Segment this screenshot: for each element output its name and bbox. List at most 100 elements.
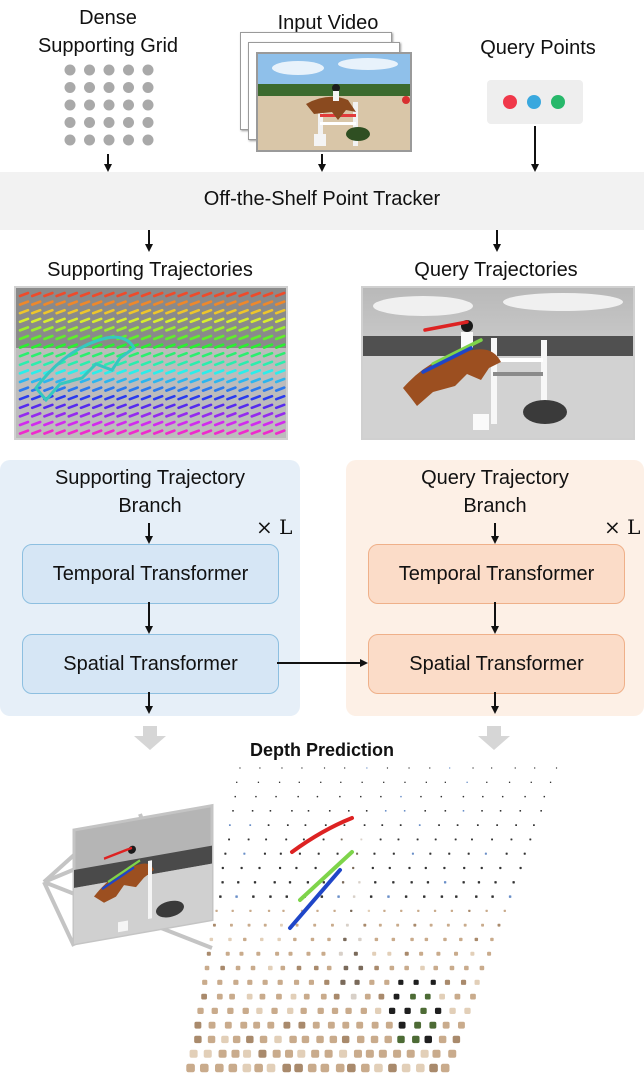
trajectory-dash	[152, 300, 164, 306]
depth-point	[491, 767, 493, 769]
depth-point	[476, 824, 479, 827]
trajectory-dash	[152, 429, 164, 435]
depth-point	[540, 810, 542, 812]
trajectory-dash	[30, 343, 42, 349]
trajectory-dash	[189, 291, 201, 298]
trajectory-dash	[152, 403, 164, 410]
depth-point	[247, 979, 253, 985]
camera-image	[72, 803, 214, 946]
depth-point	[322, 838, 325, 841]
depth-point	[216, 993, 223, 1000]
query-branch-title-line1: Query Trajectory	[421, 467, 569, 489]
trajectory-dash	[250, 386, 262, 392]
depth-point	[449, 965, 455, 971]
trajectory-dash	[189, 360, 201, 367]
trajectory-dash	[128, 412, 140, 418]
trajectory-dash	[140, 360, 152, 367]
depth-point	[434, 1007, 442, 1015]
trajectory-dash	[91, 351, 103, 358]
depth-point	[369, 979, 375, 985]
trajectory-dash	[30, 360, 42, 367]
depth-point	[279, 852, 282, 855]
trajectory-dash	[262, 291, 274, 298]
depth-point	[249, 909, 252, 913]
depth-point	[329, 1035, 338, 1044]
depth-point	[420, 1007, 427, 1015]
trajectory-dash	[55, 291, 66, 298]
trajectory-dash	[201, 300, 213, 306]
trajectory-dash	[262, 377, 274, 384]
trajectory-dash	[226, 369, 237, 375]
trajectory-dash	[213, 420, 225, 427]
depth-point	[277, 979, 283, 985]
depth-point	[206, 951, 211, 956]
depth-point	[460, 979, 467, 985]
trajectory-dash	[165, 351, 176, 358]
trajectory-dash	[55, 317, 66, 324]
trajectory-dash	[165, 403, 176, 410]
depth-trajectory-green	[298, 850, 354, 902]
depth-point	[374, 1007, 382, 1015]
depth-point	[285, 838, 288, 841]
trajectory-dash	[128, 326, 140, 332]
depth-point	[555, 767, 558, 769]
trajectory-dash	[274, 420, 286, 427]
grid-dot	[142, 82, 154, 93]
trajectory-dash	[67, 429, 79, 435]
trajectory-dash	[67, 291, 79, 298]
trajectory-dash	[213, 351, 225, 358]
depth-point	[225, 951, 230, 956]
trajectory-dash	[104, 412, 115, 418]
trajectory-dash	[201, 420, 213, 427]
trajectory-dash	[18, 360, 30, 367]
trajectory-dash	[189, 334, 201, 341]
depth-point	[378, 923, 382, 927]
depth-point	[369, 895, 373, 898]
depth-point	[300, 1007, 307, 1015]
depth-point	[333, 993, 340, 1000]
depth-point	[194, 1021, 202, 1029]
depth-point	[209, 937, 214, 942]
depth-point	[320, 781, 322, 783]
depth-point	[371, 1021, 379, 1029]
depth-point	[269, 895, 272, 898]
trajectory-dash	[213, 412, 225, 418]
depth-point	[221, 866, 224, 870]
depth-point	[463, 866, 466, 870]
depth-point	[378, 993, 385, 1000]
depth-point	[280, 965, 286, 971]
depth-point	[450, 909, 454, 913]
depth-point	[429, 767, 431, 769]
trajectory-dash	[213, 429, 225, 435]
supporting-trajectories-label: Supporting Trajectories	[47, 259, 253, 281]
depth-point	[258, 866, 261, 870]
trajectory-dash	[226, 403, 237, 410]
depth-point	[341, 881, 345, 884]
depth-point	[466, 781, 468, 783]
depth-point	[424, 937, 429, 942]
trajectory-dash	[91, 403, 103, 410]
depth-point	[247, 838, 250, 841]
depth-point	[464, 965, 469, 971]
depth-point	[282, 1063, 291, 1073]
trajectory-dash	[274, 360, 286, 367]
depth-point	[387, 895, 390, 898]
depth-point	[303, 993, 310, 1000]
depth-point	[386, 767, 389, 769]
depth-point	[320, 993, 327, 1000]
depth-point	[499, 866, 502, 870]
trajectory-dash	[262, 429, 274, 435]
trajectory-dash	[262, 308, 274, 315]
depth-point	[372, 951, 377, 956]
depth-point	[316, 795, 319, 798]
trajectory-dash	[91, 300, 103, 306]
depth-point	[274, 1035, 282, 1044]
depth-point	[317, 1007, 324, 1015]
query-temporal-transformer: Temporal Transformer	[368, 544, 625, 604]
depth-point	[464, 1007, 471, 1015]
depth-point	[432, 1049, 441, 1058]
depth-point	[485, 909, 488, 913]
trajectory-dash	[238, 300, 249, 306]
trajectory-dash	[226, 300, 237, 306]
